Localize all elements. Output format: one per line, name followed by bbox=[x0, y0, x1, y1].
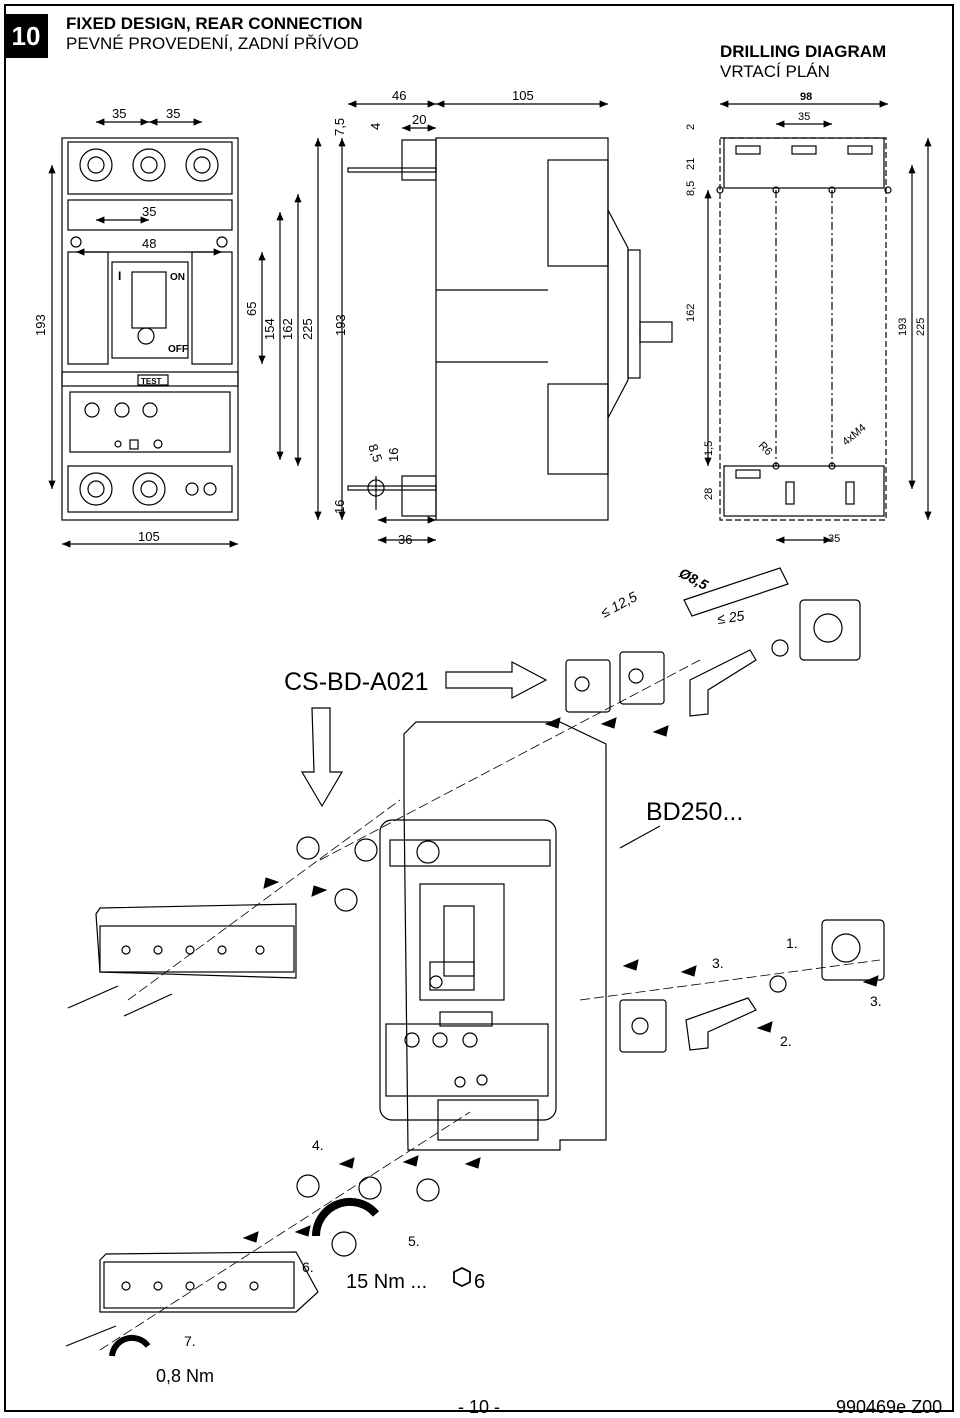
bar-dim-12-5: ≤ 12,5 bbox=[598, 588, 640, 620]
assembly-view bbox=[65, 567, 885, 1357]
drill-m4: 4xM4 bbox=[840, 422, 868, 448]
bar-dim-8-5: Ø8,5 bbox=[677, 565, 711, 593]
page-frame bbox=[4, 4, 954, 1412]
page-number: - 10 - bbox=[458, 1397, 501, 1417]
step-1: 1. bbox=[786, 935, 798, 951]
bar-dim-25: ≤ 25 bbox=[716, 607, 745, 627]
drill-dim-35-top: 35 bbox=[798, 111, 810, 123]
drill-dim-1-5: 1,5 bbox=[703, 441, 715, 456]
step-3b: 3. bbox=[870, 993, 882, 1009]
hex-size: 6 bbox=[474, 1271, 485, 1293]
document-code: 990469e Z00 bbox=[836, 1397, 943, 1417]
section-number: 10 bbox=[4, 14, 48, 58]
side-dim-hole: 8,5 bbox=[365, 442, 385, 464]
side-view bbox=[338, 100, 673, 544]
drill-r6: R6 bbox=[756, 440, 774, 458]
side-dim-46: 46 bbox=[392, 88, 406, 103]
drilling-diagram bbox=[704, 100, 932, 544]
drill-dim-162: 162 bbox=[685, 304, 697, 322]
front-dim-162: 162 bbox=[280, 318, 295, 340]
front-dim-top-2: 35 bbox=[166, 106, 180, 121]
front-switch-on: ON bbox=[170, 272, 185, 283]
front-dim-225: 225 bbox=[300, 318, 315, 340]
step-2: 2. bbox=[780, 1033, 792, 1049]
drill-dim-193: 193 bbox=[897, 318, 909, 336]
front-dim-bottom: 105 bbox=[138, 529, 160, 544]
front-dim-48: 48 bbox=[142, 236, 156, 251]
front-switch-i: I bbox=[118, 269, 121, 283]
side-dim-7-5: 7,5 bbox=[332, 118, 347, 136]
drill-dim-21: 21 bbox=[685, 158, 697, 170]
front-dim-inner: 35 bbox=[142, 204, 156, 219]
front-dim-top-1: 35 bbox=[112, 106, 126, 121]
drilling-title-cz: VRTACÍ PLÁN bbox=[720, 62, 830, 81]
front-dim-193: 193 bbox=[33, 314, 48, 336]
side-dim-20: 20 bbox=[412, 112, 426, 127]
side-dim-4: 4 bbox=[368, 123, 383, 130]
step-3a: 3. bbox=[712, 955, 724, 971]
torque-main: 15 Nm ... bbox=[346, 1271, 427, 1293]
drill-dim-98: 98 bbox=[800, 91, 812, 103]
step-5: 5. bbox=[408, 1233, 420, 1249]
drilling-title-en: DRILLING DIAGRAM bbox=[720, 42, 887, 61]
drill-dim-28: 28 bbox=[703, 488, 715, 500]
front-test-label: TEST bbox=[141, 377, 162, 386]
front-dim-65: 65 bbox=[244, 302, 259, 316]
drill-dim-225: 225 bbox=[915, 318, 927, 336]
kit-label: CS-BD-A021 bbox=[284, 668, 429, 696]
drill-dim-8-5: 8,5 bbox=[685, 181, 697, 196]
step-6: 6. bbox=[302, 1259, 314, 1275]
drill-dim-35-bottom: 35 bbox=[828, 533, 840, 545]
torque-small: 0,8 Nm bbox=[156, 1366, 214, 1386]
side-dim-105: 105 bbox=[512, 88, 534, 103]
title-cz: PEVNÉ PROVEDENÍ, ZADNÍ PŘÍVOD bbox=[66, 34, 359, 53]
drill-dim-2: 2 bbox=[685, 124, 697, 130]
front-switch-off: OFF bbox=[168, 344, 188, 355]
step-4: 4. bbox=[312, 1137, 324, 1153]
front-view bbox=[48, 118, 322, 548]
title-en: FIXED DESIGN, REAR CONNECTION bbox=[66, 14, 363, 33]
step-7: 7. bbox=[184, 1333, 196, 1349]
breaker-label: BD250... bbox=[646, 798, 743, 826]
front-dim-154: 154 bbox=[262, 318, 277, 340]
side-dim-16a: 16 bbox=[332, 500, 347, 514]
side-dim-36: 36 bbox=[398, 532, 412, 547]
side-dim-193: 193 bbox=[333, 314, 348, 336]
side-dim-16b: 16 bbox=[386, 448, 401, 462]
